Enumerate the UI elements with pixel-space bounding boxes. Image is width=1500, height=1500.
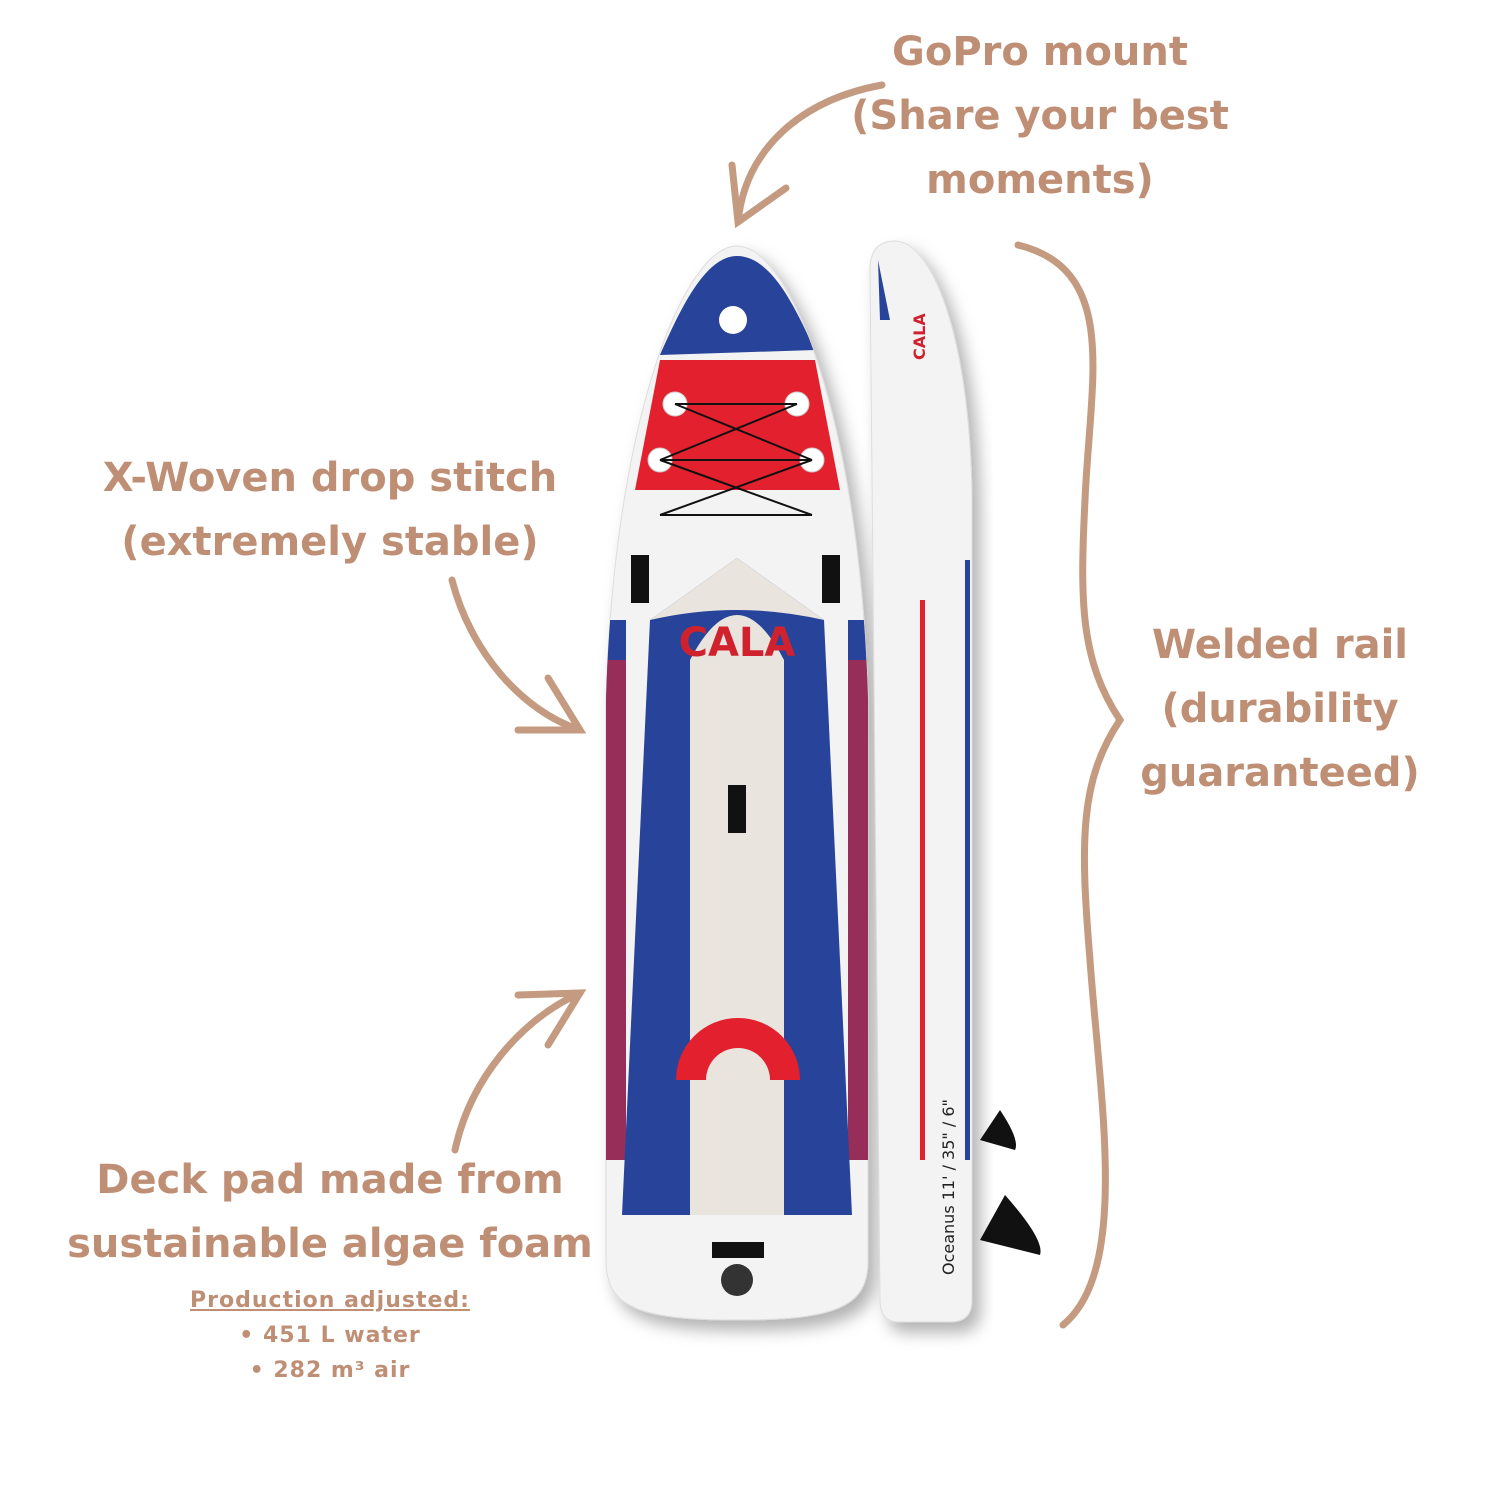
production-title: Production adjusted: — [190, 1288, 470, 1313]
carry-handle — [728, 785, 746, 833]
bungee-cords — [659, 403, 813, 516]
deckpad-arrow-icon — [451, 989, 584, 1154]
valve — [721, 1264, 753, 1296]
side-handle-left — [631, 555, 649, 603]
board-graphics — [606, 256, 868, 1160]
gopro-arrow-icon — [734, 81, 886, 226]
rail-line-3: guaranteed) — [1140, 750, 1420, 796]
xwoven-arrow-icon — [448, 576, 584, 734]
gopro-label: GoPro mount (Share your best moments) — [800, 20, 1280, 212]
gopro-mount — [719, 306, 747, 334]
xwoven-line-2: (extremely stable) — [121, 519, 539, 565]
xwoven-label: X-Woven drop stitch (extremely stable) — [50, 446, 610, 574]
production-water: • 451 L water — [239, 1323, 421, 1348]
tail-handle — [712, 1242, 764, 1258]
deckpad-label: Deck pad made from sustainable algae foam — [20, 1148, 640, 1276]
deck-logo-c — [675, 1017, 801, 1080]
rail-line-1: Welded rail — [1152, 622, 1408, 668]
side-handle-right — [822, 555, 840, 603]
rail-brace-icon — [1014, 241, 1125, 1329]
rail-line-2: (durability — [1161, 686, 1399, 732]
xwoven-line-1: X-Woven drop stitch — [102, 455, 558, 501]
gopro-line-1: GoPro mount — [892, 29, 1188, 75]
production-air: • 282 m³ air — [249, 1358, 411, 1383]
deck-brand-logo: CALA — [679, 620, 796, 666]
rail-label: Welded rail (durability guaranteed) — [1100, 613, 1460, 805]
annotation-arrows — [448, 81, 1125, 1329]
deckpad-line-1: Deck pad made from — [96, 1157, 564, 1203]
side-brand-logo: CALA — [910, 313, 929, 360]
production-info: Production adjusted: • 451 L water • 282… — [180, 1283, 480, 1388]
gopro-line-3: moments) — [926, 157, 1154, 203]
deckpad-line-2: sustainable algae foam — [67, 1221, 593, 1267]
side-board: CALA Oceanus 11' / 35" / 6" — [869, 240, 1041, 1323]
gopro-line-2: (Share your best — [851, 93, 1229, 139]
model-text: Oceanus 11' / 35" / 6" — [939, 1099, 958, 1275]
